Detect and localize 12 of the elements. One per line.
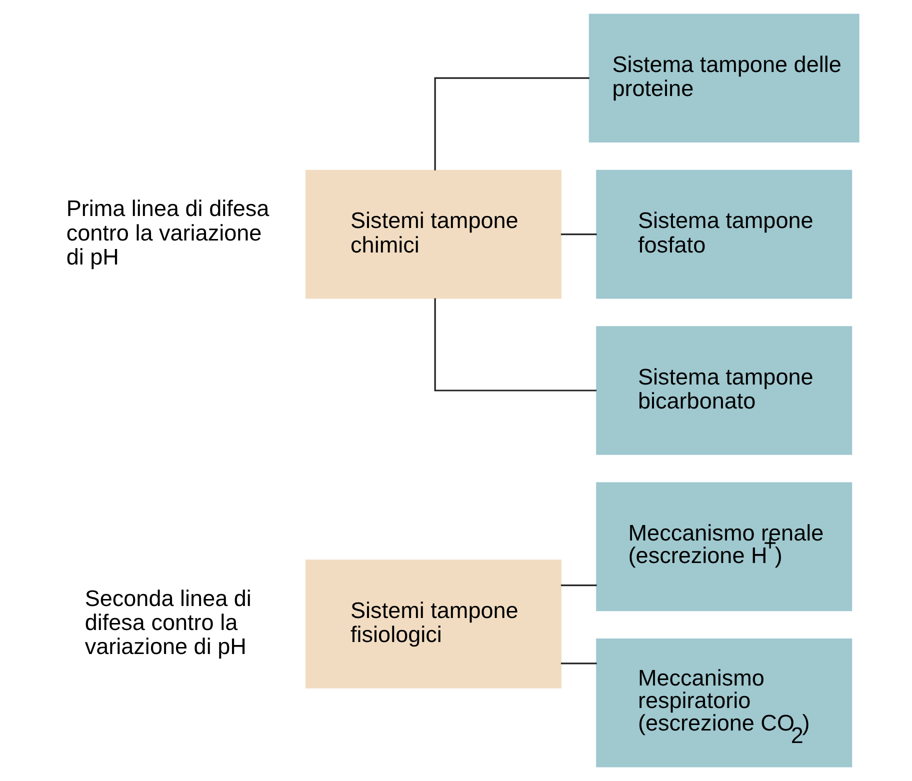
node-box: Sistema tampone bicarbonato xyxy=(596,326,852,455)
connector xyxy=(560,584,597,586)
node-box: Sistema tampone fosfato xyxy=(596,170,852,299)
connector xyxy=(560,234,597,236)
node-box: Sistema tampone delle proteine xyxy=(588,14,860,143)
connector xyxy=(434,298,596,392)
node-box: Sistemi tampone chimici xyxy=(305,170,562,299)
node-label: Prima linea di difesa contro la variazione di pH xyxy=(66,196,270,270)
connector xyxy=(434,77,590,170)
node-box: Sistemi tampone fisiologici xyxy=(305,560,562,688)
node-label: Seconda linea di difesa contro la variazione di pH xyxy=(84,586,252,660)
connector xyxy=(560,662,597,664)
